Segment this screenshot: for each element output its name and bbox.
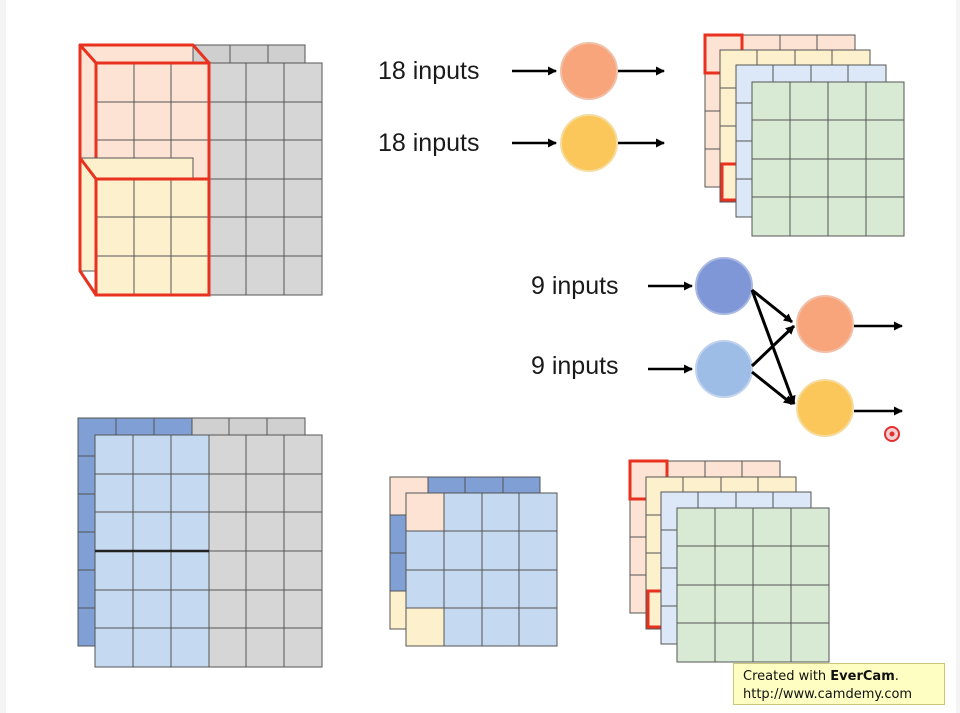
input-volume-top xyxy=(78,43,323,297)
neuron-orange xyxy=(560,42,618,100)
depthwise-map-front xyxy=(405,492,558,647)
connection-arrow xyxy=(750,324,796,368)
inputs-label-9-bottom: 9 inputs xyxy=(531,352,619,380)
neuron-blue-dark xyxy=(695,257,753,315)
neuron-orange xyxy=(796,295,854,353)
watermark-url: http://www.camdemy.com xyxy=(743,686,913,702)
inputs-label-18-top: 18 inputs xyxy=(378,57,480,85)
evercam-watermark: Created with EverCam. http://www.camdemy… xyxy=(733,663,945,705)
neuron-blue-light xyxy=(695,340,753,398)
depthwise-network xyxy=(648,257,903,437)
output-feature-maps-bottom xyxy=(628,459,830,663)
feature-map-green xyxy=(751,81,905,237)
neuron-yellow xyxy=(796,379,854,437)
output-feature-maps-top xyxy=(703,33,905,237)
watermark-prefix: Created with xyxy=(743,669,831,684)
inputs-label-18-bottom: 18 inputs xyxy=(378,129,480,157)
watermark-suffix: . xyxy=(894,669,899,684)
watermark-brand: EverCam xyxy=(830,669,895,684)
neuron-yellow xyxy=(560,114,618,172)
receptive-field-lower xyxy=(78,156,211,297)
watermark-line-1: Created with EverCam. xyxy=(743,668,944,686)
depthwise-output-maps xyxy=(389,476,558,647)
neuron-row-1 xyxy=(512,42,665,100)
inputs-label-9-top: 9 inputs xyxy=(531,272,619,300)
front-channel-grid xyxy=(94,434,323,668)
connection-arrow xyxy=(751,288,793,324)
neuron-row-2 xyxy=(512,114,665,172)
feature-map-green xyxy=(676,507,830,663)
cursor-indicator xyxy=(884,426,900,442)
input-volume-bottom xyxy=(77,417,323,668)
connection-arrow xyxy=(751,370,793,406)
